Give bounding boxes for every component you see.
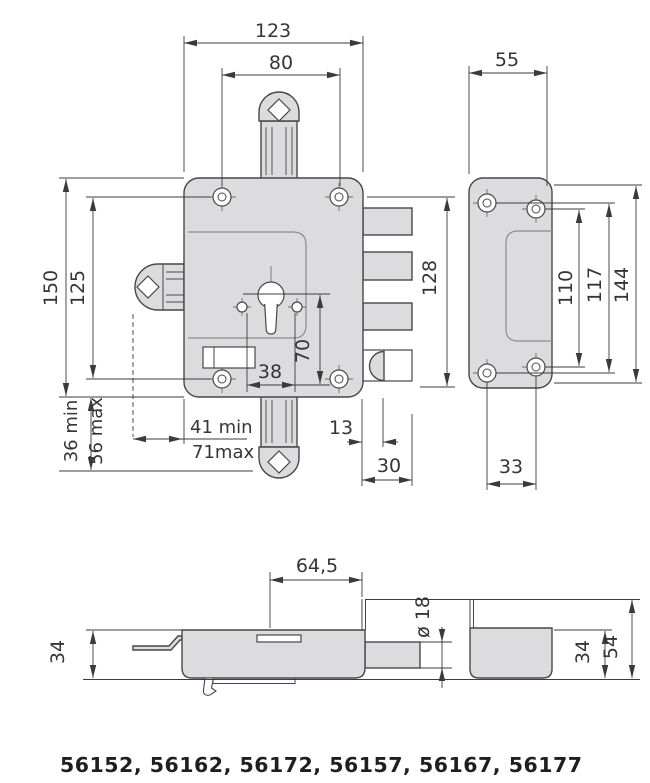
screw-hole bbox=[473, 359, 501, 387]
bolt-profile bbox=[364, 641, 421, 669]
dim-label-case-depth: 34 bbox=[47, 640, 69, 664]
side-view bbox=[468, 177, 553, 389]
latch-diamond-icon bbox=[136, 275, 160, 299]
dim-label-screw-spacing-h: 80 bbox=[269, 52, 293, 74]
model-numbers: 56152, 56162, 56172, 56157, 56167, 56177 bbox=[60, 753, 583, 777]
dim-label-backset-max: 71max bbox=[192, 442, 254, 463]
dim-bolt-throw: 30 bbox=[362, 414, 413, 486]
dim-side-width: 55 bbox=[468, 49, 548, 186]
dim-label-rod-max: 56 max bbox=[86, 397, 107, 465]
spindle-diamond-icon bbox=[267, 98, 291, 122]
bottom-view-strike bbox=[469, 600, 553, 679]
dim-rod-min-max: 36 min 56 max bbox=[59, 397, 253, 472]
dim-side-screws-h: 33 bbox=[486, 378, 537, 490]
screw-hole bbox=[208, 365, 236, 393]
dim-overall-width: 123 bbox=[183, 20, 364, 172]
screw-hole bbox=[325, 365, 353, 393]
deadbolt-3 bbox=[362, 302, 413, 331]
dim-side-height: 144 bbox=[554, 184, 642, 384]
dim-label-bolt-group-height: 128 bbox=[419, 260, 441, 296]
strike-box bbox=[469, 627, 553, 679]
dim-label-strike-total-depth: 54 bbox=[600, 635, 622, 659]
dim-overall-height: 150 bbox=[40, 177, 184, 398]
bottom-view-lock bbox=[132, 599, 421, 696]
dim-bolt-diameter: ø 18 bbox=[412, 596, 452, 688]
side-latch bbox=[134, 263, 185, 311]
dim-side-screws-inner: 110 bbox=[545, 208, 585, 368]
top-post-shaft bbox=[260, 120, 298, 180]
latch-bolt bbox=[368, 350, 385, 382]
dim-label-bolt-diameter: ø 18 bbox=[412, 596, 434, 638]
dim-label-side-height: 144 bbox=[611, 267, 633, 303]
dim-label-side-screws-inner: 110 bbox=[555, 270, 577, 306]
deadbolt-1 bbox=[362, 207, 413, 236]
dim-label-side-screws-h: 33 bbox=[499, 456, 523, 478]
cylinder-screw-mark bbox=[233, 298, 251, 316]
dim-screw-spacing-h: 80 bbox=[221, 52, 341, 186]
dim-label-overall-height: 150 bbox=[40, 270, 62, 306]
bottom-spindle-post bbox=[258, 395, 300, 479]
dim-label-rod-min: 36 min bbox=[61, 400, 82, 463]
dim-label-cylinder-screws: 38 bbox=[258, 361, 282, 383]
dim-cylinder-offset-v: 70 bbox=[243, 293, 330, 384]
slider-switch bbox=[202, 346, 256, 369]
dim-label-bolt-throw: 30 bbox=[377, 455, 401, 477]
deadbolt-2 bbox=[362, 251, 413, 281]
dim-side-screws-outer: 117 bbox=[496, 202, 615, 374]
deadbolts bbox=[362, 207, 413, 382]
base-plate bbox=[212, 678, 296, 684]
dim-backset-min-max: 41 min 71max bbox=[132, 314, 254, 463]
case-slot bbox=[256, 634, 302, 643]
case-inner-panel bbox=[188, 231, 307, 339]
mounting-hook bbox=[202, 677, 217, 696]
dim-strike-total-depth: 54 bbox=[600, 600, 636, 678]
case-inner-panel-side bbox=[505, 230, 552, 342]
front-view bbox=[134, 91, 413, 479]
dim-label-latch-protrusion: 13 bbox=[329, 417, 353, 439]
dim-strike-depth: 34 bbox=[554, 629, 612, 678]
dim-label-screw-spacing-v: 125 bbox=[67, 270, 89, 306]
dim-latch-protrusion: 13 bbox=[329, 398, 398, 486]
dim-label-cylinder-offset: 64,5 bbox=[296, 555, 338, 577]
cylinder-screw-mark bbox=[288, 298, 306, 316]
lock-case-bottom bbox=[181, 629, 366, 679]
dim-case-depth: 34 bbox=[47, 629, 182, 678]
dim-cylinder-offset: 64,5 bbox=[269, 555, 363, 628]
dim-label-backset-min: 41 min bbox=[190, 417, 253, 438]
dim-label-cylinder-offset-v: 70 bbox=[292, 339, 314, 363]
dim-label-side-width: 55 bbox=[495, 49, 519, 71]
dim-label-overall-width: 123 bbox=[255, 20, 291, 42]
spring-lever bbox=[132, 635, 183, 651]
dim-cylinder-screws: 38 bbox=[246, 313, 330, 392]
screw-holes-front bbox=[208, 183, 353, 393]
dim-bolt-group-height: 128 bbox=[367, 196, 455, 388]
top-spindle-post bbox=[258, 91, 300, 180]
screw-hole bbox=[522, 195, 550, 223]
dim-screw-spacing-v: 125 bbox=[67, 196, 211, 380]
spindle-diamond-icon bbox=[267, 450, 291, 474]
dim-label-strike-depth: 34 bbox=[572, 640, 594, 664]
keyhole-icon bbox=[233, 266, 306, 335]
screw-hole bbox=[325, 183, 353, 211]
screw-hole bbox=[208, 183, 236, 211]
dim-label-side-screws-outer: 117 bbox=[584, 267, 606, 303]
